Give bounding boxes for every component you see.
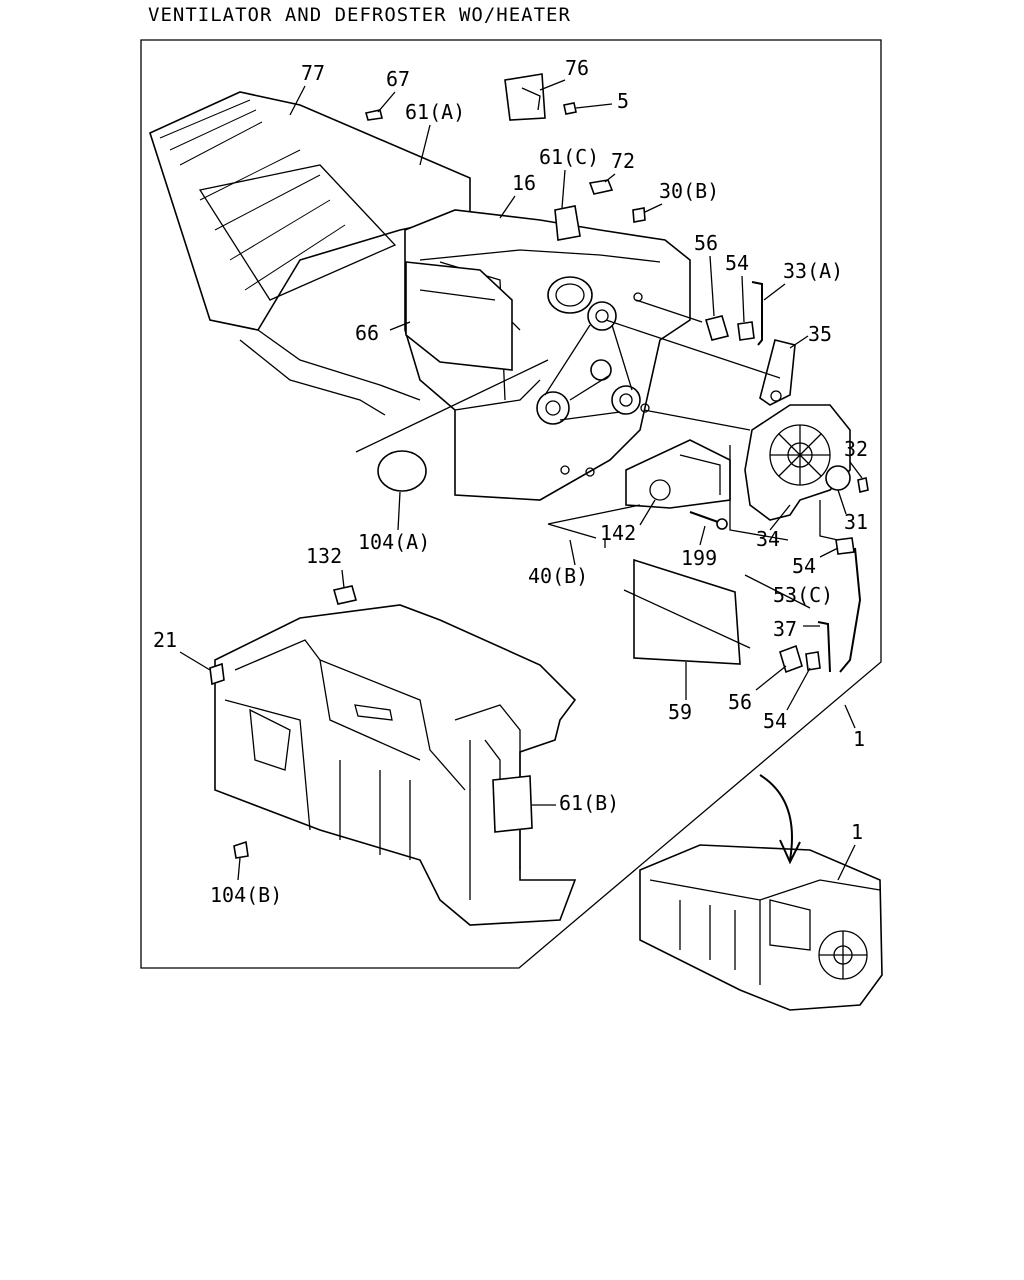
callout-1-a: 1 [853, 727, 865, 751]
part-72-clip [588, 179, 614, 195]
callout-32: 32 [844, 437, 868, 461]
part-32-screw [857, 477, 869, 493]
page-title: VENTILATOR AND DEFROSTER WO/HEATER [148, 4, 571, 26]
callout-72: 72 [611, 149, 635, 173]
part-54-spring-c [805, 651, 821, 671]
callout-61b: 61(B) [559, 791, 619, 815]
part-66-flap [405, 261, 513, 371]
part-104b-cap [233, 840, 249, 859]
callout-59: 59 [668, 700, 692, 724]
callout-142: 142 [600, 521, 636, 545]
lower-case-assembly [214, 604, 577, 926]
part-56-bushing-b [779, 644, 803, 674]
inset-arrow [759, 774, 793, 861]
callout-61c: 61(C) [539, 145, 599, 169]
part-30b-screw [632, 207, 646, 223]
diagram-frame [140, 39, 882, 969]
callout-66: 66 [355, 321, 379, 345]
callout-104b: 104(B) [210, 883, 282, 907]
callout-54-b: 54 [792, 554, 816, 578]
part-31-disc [825, 465, 851, 491]
callout-56-b: 56 [728, 690, 752, 714]
part-59-panel [633, 558, 741, 665]
part-53c-rod [839, 547, 862, 673]
callout-104a: 104(A) [358, 530, 430, 554]
callout-5: 5 [617, 89, 629, 113]
callout-56-a: 56 [694, 231, 718, 255]
part-67-clip [364, 109, 383, 121]
part-61b-seal [492, 775, 533, 833]
callout-1-b: 1 [851, 820, 863, 844]
callout-54-a: 54 [725, 251, 749, 275]
callout-53c: 53(C) [773, 583, 833, 607]
part-35-lever [759, 339, 796, 406]
callout-132: 132 [306, 544, 342, 568]
part-34-lever [744, 404, 851, 521]
callout-77: 77 [301, 61, 325, 85]
part-199-screw [689, 511, 719, 523]
part-76-clip [504, 73, 546, 121]
callout-199: 199 [681, 546, 717, 570]
callout-31: 31 [844, 510, 868, 534]
part-61c-clip [554, 205, 581, 241]
part-54-spring [737, 321, 755, 341]
callout-16: 16 [512, 171, 536, 195]
callout-30b: 30(B) [659, 179, 719, 203]
leader-lines [179, 79, 863, 881]
callout-21: 21 [153, 628, 177, 652]
callout-76: 76 [565, 56, 589, 80]
part-40b-actuator [625, 439, 731, 509]
part-56-bushing [704, 315, 730, 341]
part-21-screw [209, 662, 225, 686]
callout-37: 37 [773, 617, 797, 641]
part-33a-rod [751, 281, 763, 346]
part-54-spring-b [835, 537, 855, 555]
callout-34: 34 [756, 527, 780, 551]
part-5-screw [563, 102, 577, 115]
callout-40b: 40(B) [528, 564, 588, 588]
callout-61a: 61(A) [405, 100, 465, 124]
part-132-clip [332, 585, 358, 605]
callout-labels: 77 67 76 5 61(A) 61(C) 72 16 30(B) 56 54… [153, 56, 868, 907]
callout-35: 35 [808, 322, 832, 346]
callout-54-c: 54 [763, 709, 787, 733]
part-37-rod [817, 621, 831, 673]
callout-67: 67 [386, 67, 410, 91]
callout-33a: 33(A) [783, 259, 843, 283]
assembled-unit-inset [639, 844, 883, 1011]
part-104a-cap [377, 450, 427, 492]
